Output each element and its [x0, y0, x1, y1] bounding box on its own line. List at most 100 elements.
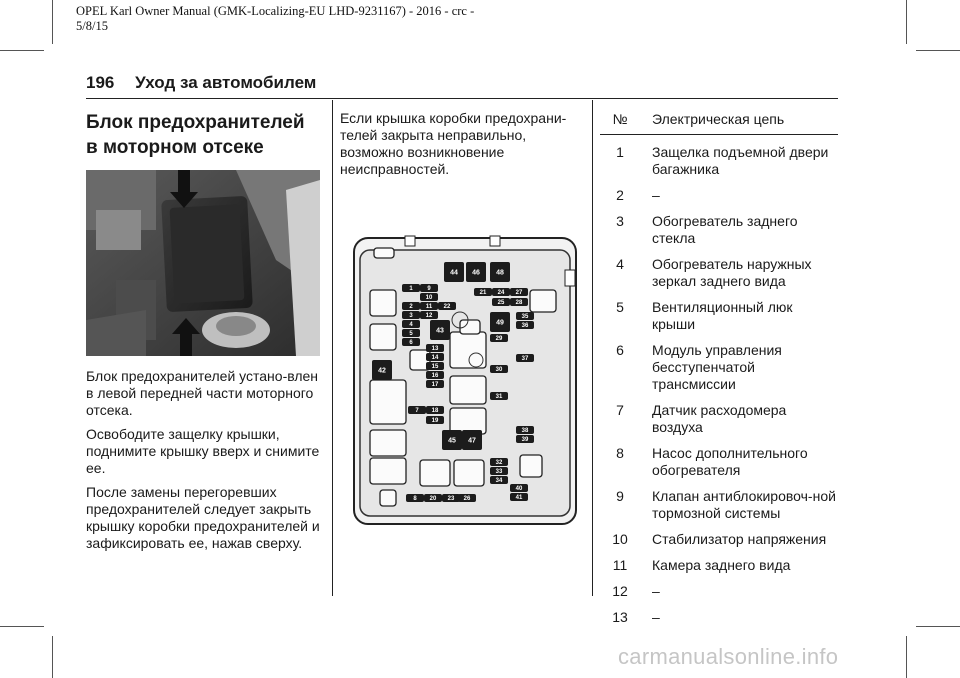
- fuse-slot: [516, 321, 534, 329]
- fuse-label: 38: [522, 428, 529, 434]
- arrow-down-icon: [170, 170, 198, 208]
- table-row: 9 Клапан антиблокировоч-ной тормозной сис…: [600, 488, 838, 522]
- fuse-label: 1: [409, 286, 413, 292]
- header-rule: [86, 98, 838, 99]
- fuse-slot: [490, 458, 508, 466]
- table-header-circuit: Электрическая цепь: [652, 111, 785, 127]
- relay-slot: [369, 457, 407, 485]
- fuse-label: 8: [413, 496, 417, 502]
- crop-mark: [0, 50, 44, 51]
- fuse-label: 23: [448, 496, 455, 502]
- fuse-slot: [516, 426, 534, 434]
- fuse-circuit: –: [652, 583, 660, 599]
- fuse-slot: [490, 392, 508, 400]
- fuse-slot: [402, 284, 420, 292]
- fuse-slot: [426, 344, 444, 352]
- relay-slot: [449, 331, 487, 369]
- fuse-slot: [466, 262, 486, 282]
- fuse-slot: [458, 494, 476, 502]
- fuse-label: 20: [430, 496, 437, 502]
- fuse-label: 32: [496, 460, 503, 466]
- fuse-number: 6: [616, 342, 624, 358]
- section-title-line-1: Блок предохранителей: [86, 112, 305, 133]
- fuse-label: 24: [498, 290, 505, 296]
- fuse-number: 9: [616, 488, 624, 504]
- fuse-label: 10: [426, 295, 433, 301]
- relay-slot: [369, 379, 407, 425]
- fuse-circuit: –: [652, 187, 660, 203]
- fuse-slot: [442, 430, 462, 450]
- fuse-slot: [492, 298, 510, 306]
- fuse-slot: [442, 494, 460, 502]
- engine-bay-illustration: [86, 170, 320, 356]
- section-title-line-2: в моторном отсеке: [86, 137, 264, 158]
- meta-line-2: 5/8/15: [76, 19, 108, 33]
- fuse-label: 34: [496, 478, 503, 484]
- fuse-circuit: Датчик расходомера воздуха: [652, 402, 787, 435]
- fuse-label: 39: [522, 437, 529, 443]
- paragraph: После замены перегоревших предохранителе…: [86, 484, 320, 551]
- fuse-slot: [474, 288, 492, 296]
- fuse-label: 17: [432, 382, 439, 388]
- fuse-label: 14: [432, 355, 439, 361]
- fuse-slot: [462, 430, 482, 450]
- fuse-slot: [402, 338, 420, 346]
- fuse-number: 3: [616, 213, 624, 229]
- fuse-circuit: Клапан антиблокировоч-ной тормозной сист…: [652, 488, 836, 521]
- fuse-slot: [510, 288, 528, 296]
- crop-mark: [916, 626, 960, 627]
- engine-bay-photo: [86, 170, 320, 356]
- fuse-circuit: Обогреватель заднего стекла: [652, 213, 798, 246]
- fuse-label: 36: [522, 323, 529, 329]
- crop-mark: [52, 0, 53, 44]
- fuse-slot: [420, 311, 438, 319]
- column-2-text: Если крышка коробки предохрани-телей зак…: [340, 110, 580, 185]
- fuse-slot: [426, 406, 444, 414]
- relay-slot: [379, 489, 397, 507]
- section-title: Блок предохранителей в моторном отсеке: [86, 110, 326, 160]
- fuse-slot: [420, 284, 438, 292]
- fuse-label: 21: [480, 290, 487, 296]
- fuse-label: 12: [426, 313, 433, 319]
- fuse-slot: [438, 302, 456, 310]
- fuse-label: 5: [409, 331, 413, 337]
- fuse-slot: [510, 484, 528, 492]
- fuse-number: 13: [612, 609, 628, 625]
- fuse-circuit: Стабилизатор напряжения: [652, 531, 827, 547]
- fuse-label: 9: [427, 286, 431, 292]
- fuse-slot: [490, 476, 508, 484]
- fuse-label: 47: [468, 437, 476, 444]
- fuse-slot: [402, 302, 420, 310]
- crop-mark: [0, 626, 44, 627]
- fuse-label: 33: [496, 469, 503, 475]
- fuse-slot: [516, 312, 534, 320]
- paragraph: Освободите защелку крышки, поднимите кры…: [86, 426, 320, 476]
- watermark: carmanualsonline.info: [618, 644, 839, 669]
- relay-slot: [529, 289, 557, 313]
- fuse-number: 1: [616, 144, 624, 160]
- fuse-slot: [490, 334, 508, 342]
- fuse-circuit: Обогреватель наружных зеркал заднего вид…: [652, 256, 812, 289]
- table-row: 13–: [600, 609, 838, 626]
- fuse-slot: [420, 302, 438, 310]
- column-separator: [592, 100, 593, 596]
- relay-slot: [519, 454, 543, 478]
- fuse-slot: [430, 320, 450, 340]
- fuse-label: 44: [450, 269, 458, 276]
- fuse-slot: [516, 435, 534, 443]
- fuse-label: 37: [522, 356, 529, 362]
- fuse-label: 27: [516, 290, 523, 296]
- relay-slot: [369, 323, 397, 351]
- fuse-slot: [490, 312, 510, 332]
- fuse-number: 12: [612, 583, 628, 599]
- paragraph: Если крышка коробки предохрани-телей зак…: [340, 110, 567, 177]
- chapter-title: Уход за автомобилем: [135, 73, 317, 92]
